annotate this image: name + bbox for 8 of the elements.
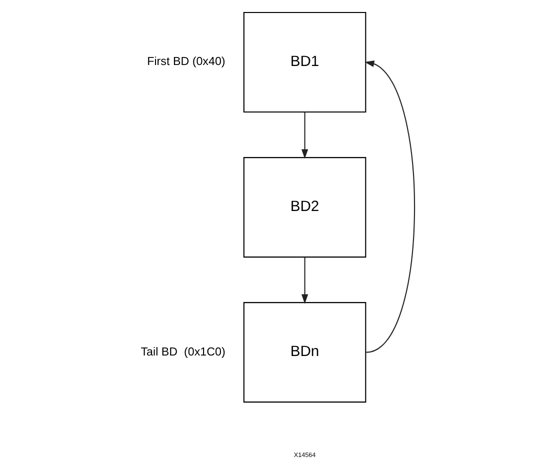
arrow <box>301 112 308 159</box>
node-box: BD2 <box>243 157 366 258</box>
node-box: BDn <box>243 302 366 403</box>
node-box: BD1 <box>243 12 366 113</box>
arrow <box>301 257 308 304</box>
arrow <box>364 60 415 353</box>
node-label: Tail BD (0x1C0) <box>140 345 226 358</box>
node-label: First BD (0x40) <box>147 55 226 68</box>
